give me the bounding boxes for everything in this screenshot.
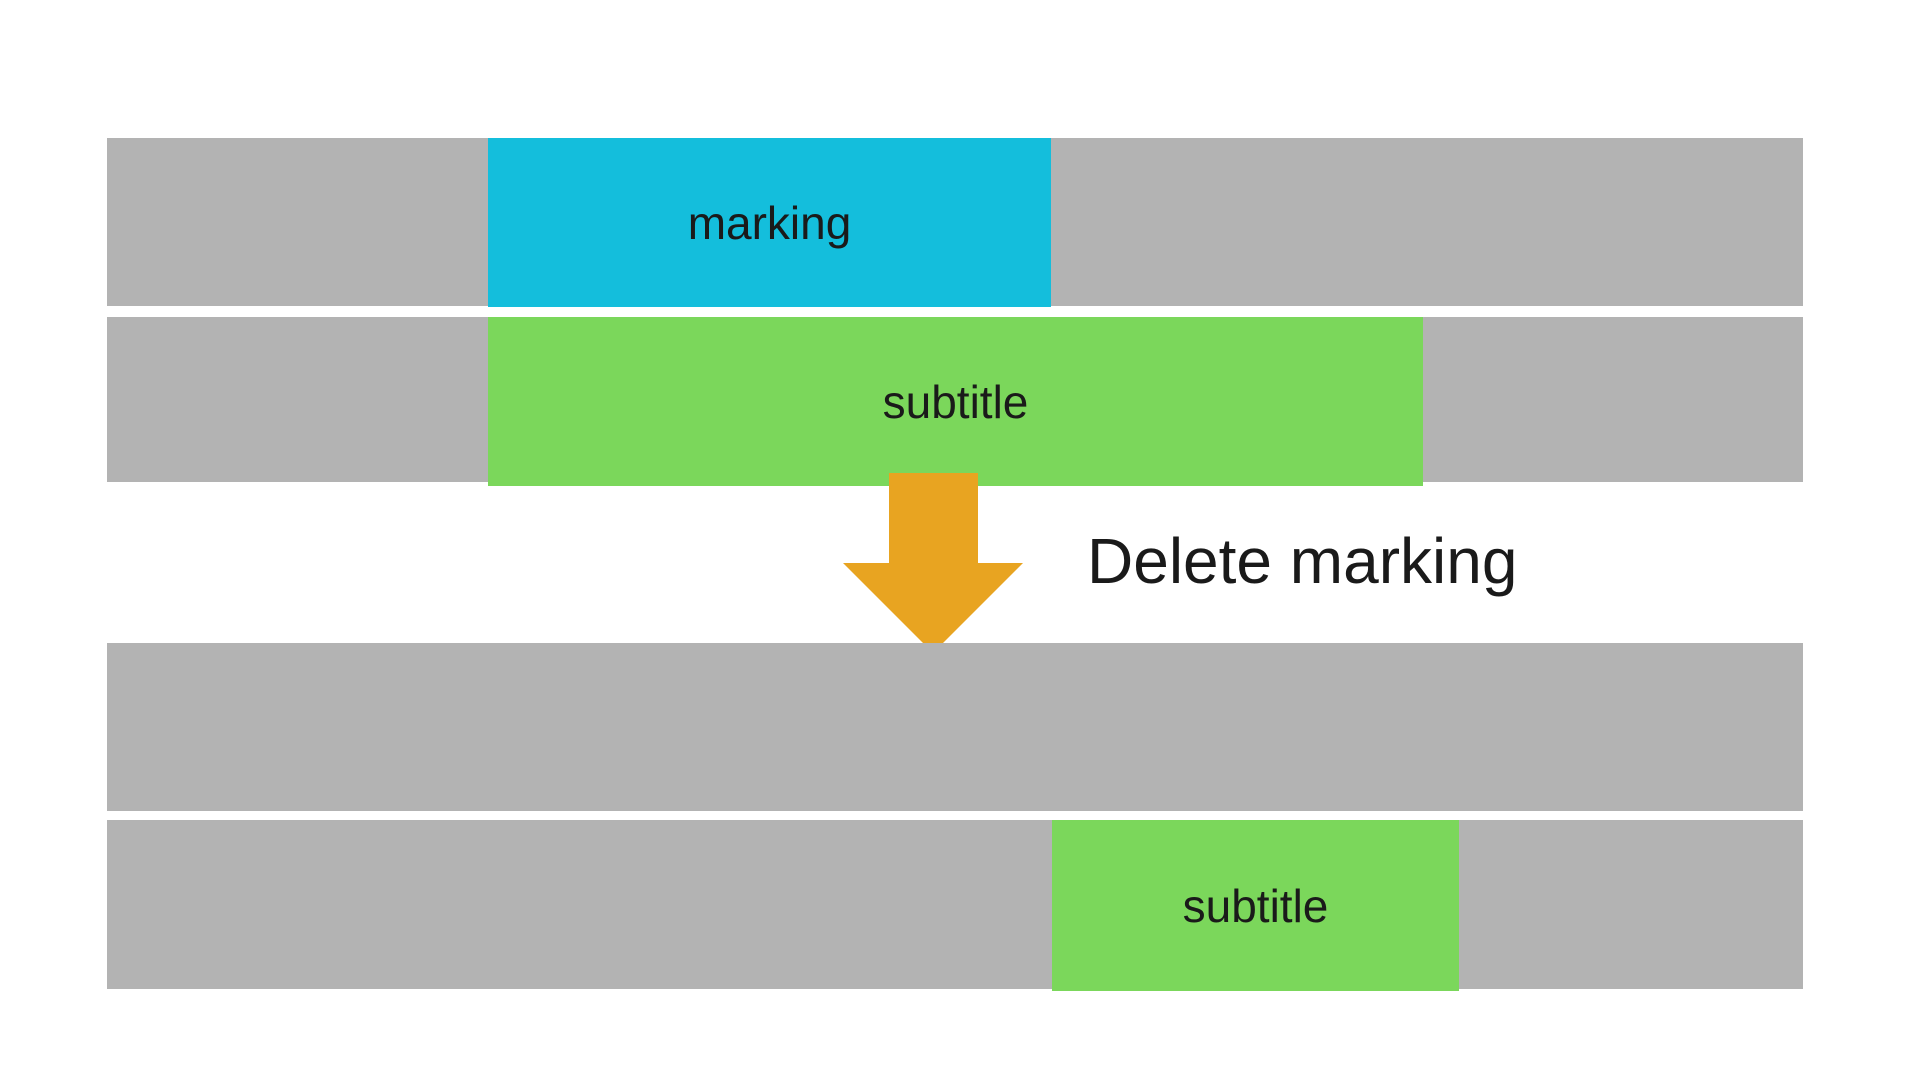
arrow-caption: Delete marking: [1087, 525, 1518, 597]
subtitle-segment-after: subtitle: [1052, 820, 1459, 991]
marking-segment: marking: [488, 138, 1051, 307]
subtitle-segment-before: subtitle: [488, 317, 1423, 486]
down-arrow-shape: [843, 473, 1023, 653]
after-track-row-1: [107, 643, 1803, 811]
marking-segment-label: marking: [687, 196, 852, 249]
after-track-row-2: [107, 820, 1803, 989]
down-arrow-icon: [843, 473, 1023, 653]
subtitle-segment-after-label: subtitle: [1182, 879, 1329, 932]
subtitle-segment-before-label: subtitle: [882, 375, 1029, 428]
